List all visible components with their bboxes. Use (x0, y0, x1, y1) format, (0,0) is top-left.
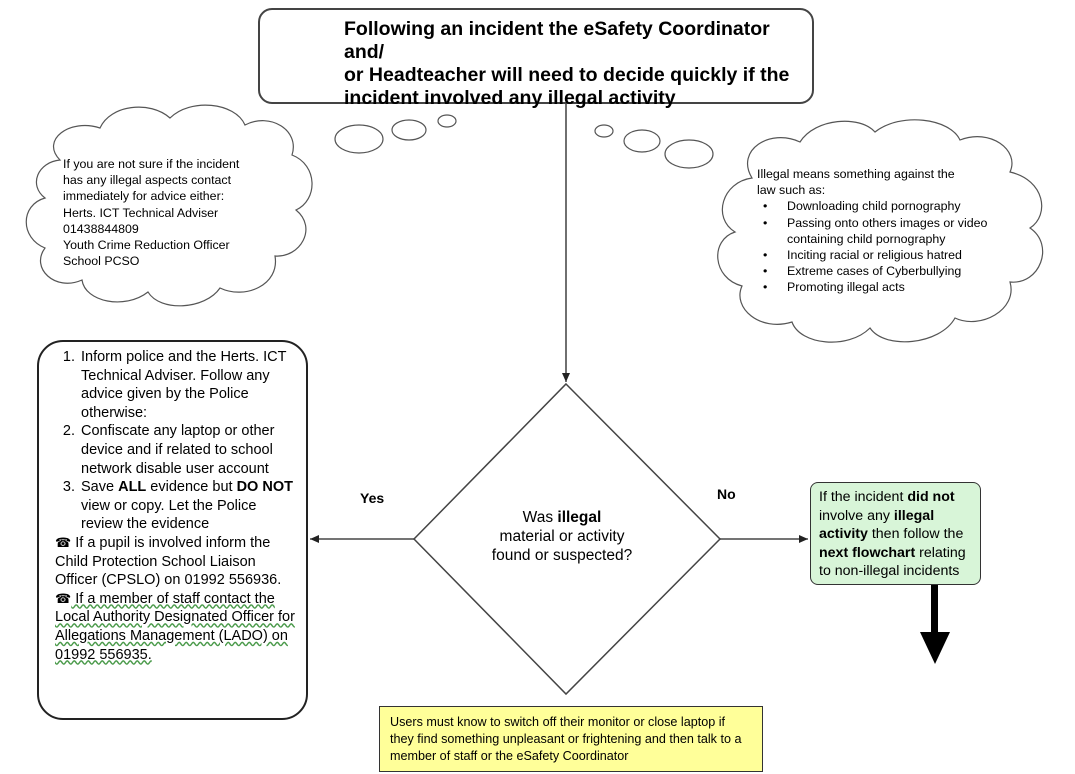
step3-text-c: evidence but (146, 479, 237, 496)
decision-diamond (412, 382, 722, 696)
pupil-contact-text: If a pupil is involved inform the Child … (55, 534, 282, 589)
left-cloud-line-4: Herts. ICT Technical Adviser (63, 205, 219, 220)
step3-text-e: view or copy. Let the Police review the … (81, 497, 257, 533)
left-cloud-line-6: Youth Crime Reduction Officer (63, 238, 230, 253)
right-box-text-3: involve any (819, 507, 894, 524)
right-box-illegal-activity: illegal activity (819, 507, 935, 543)
right-box-text-1: If the incident (819, 489, 908, 505)
right-cloud-bubble-large (664, 139, 714, 169)
action-step-2: Confiscate any laptop or other device an… (79, 422, 298, 478)
staff-contact-text-a: If a member of staff contact the (71, 590, 275, 607)
phone-icon: ☎ (55, 590, 72, 606)
left-cloud-bubble-small (437, 114, 457, 128)
right-cloud-intro-2: law such as: (757, 183, 826, 198)
action-steps-list: Inform police and the Herts. ICT Technic… (55, 348, 298, 534)
yes-branch-label: Yes (360, 490, 385, 506)
non-illegal-incident-box: If the incident did not involve any ille… (810, 482, 981, 585)
illegal-example-item: Promoting illegal acts (763, 279, 1002, 295)
staff-contact-note: ☎ If a member of staff contact the Local… (55, 590, 298, 664)
decision-text-illegal: illegal (557, 509, 602, 526)
left-cloud-bubble-large (334, 124, 384, 154)
illegal-example-item: Inciting racial or religious hatred (763, 247, 1002, 263)
step3-all: ALL (118, 479, 147, 496)
illegal-example-item: Extreme cases of Cyberbullying (763, 263, 1002, 279)
right-box-text-7: relating to non-illegal incidents (819, 544, 966, 580)
left-cloud-line-2: has any illegal aspects contact (63, 173, 232, 188)
left-thought-cloud (25, 104, 457, 307)
left-cloud-advice-text: If you are not sure if the incident has … (63, 156, 273, 269)
right-box-text-5: then follow the (867, 526, 964, 542)
no-branch-label: No (717, 486, 736, 502)
right-cloud-bubble-medium (623, 129, 661, 153)
decision-text-was: Was (522, 509, 558, 526)
illegal-examples-list: Downloading child pornography Passing on… (757, 198, 1002, 295)
decision-question: Was illegal material or activity found o… (487, 508, 637, 565)
right-box-did-not: did not (907, 489, 955, 505)
decision-line-2: material or activity found or suspected? (491, 528, 633, 564)
top-box-line-3: incident involved any illegal activity (344, 87, 676, 109)
action-step-3: Save ALL evidence but DO NOT view or cop… (79, 478, 298, 534)
left-cloud-bubble-medium (391, 119, 427, 141)
illegal-example-item: Downloading child pornography (763, 198, 1002, 214)
action-step-1: Inform police and the Herts. ICT Technic… (79, 348, 298, 422)
left-cloud-line-7: School PCSO (63, 254, 140, 269)
top-box-line-1: Following an incident the eSafety Coordi… (344, 18, 770, 63)
staff-contact-text-b: Local Authority Designated Officer for A… (55, 609, 295, 663)
decision-line-1: Was illegal (487, 508, 637, 527)
step3-do-not: DO NOT (236, 479, 293, 496)
right-cloud-bubble-small (594, 124, 614, 138)
left-cloud-line-5: 01438844809 (63, 221, 139, 236)
step3-text-a: Save (81, 479, 119, 496)
illegal-incident-actions-box: Inform police and the Herts. ICT Technic… (37, 340, 308, 720)
incident-decision-box: Following an incident the eSafety Coordi… (258, 8, 814, 109)
pupil-contact-note: ☎ If a pupil is involved inform the Chil… (55, 534, 298, 590)
top-box-line-2: or Headteacher will need to decide quick… (344, 64, 790, 86)
user-guidance-note: Users must know to switch off their moni… (379, 706, 763, 772)
phone-icon: ☎ (55, 534, 72, 550)
right-cloud-intro-1: Illegal means something against the (757, 167, 955, 181)
right-cloud-definition-text: Illegal means something against the law … (757, 166, 1002, 296)
illegal-example-item: Passing onto others images or video cont… (763, 215, 1002, 247)
right-box-next-flowchart: next flowchart (819, 544, 916, 561)
next-flowchart-arrow (920, 585, 950, 664)
left-cloud-line-3: immediately for advice either: (63, 189, 225, 204)
left-cloud-line-1: If you are not sure if the incident (63, 157, 240, 171)
